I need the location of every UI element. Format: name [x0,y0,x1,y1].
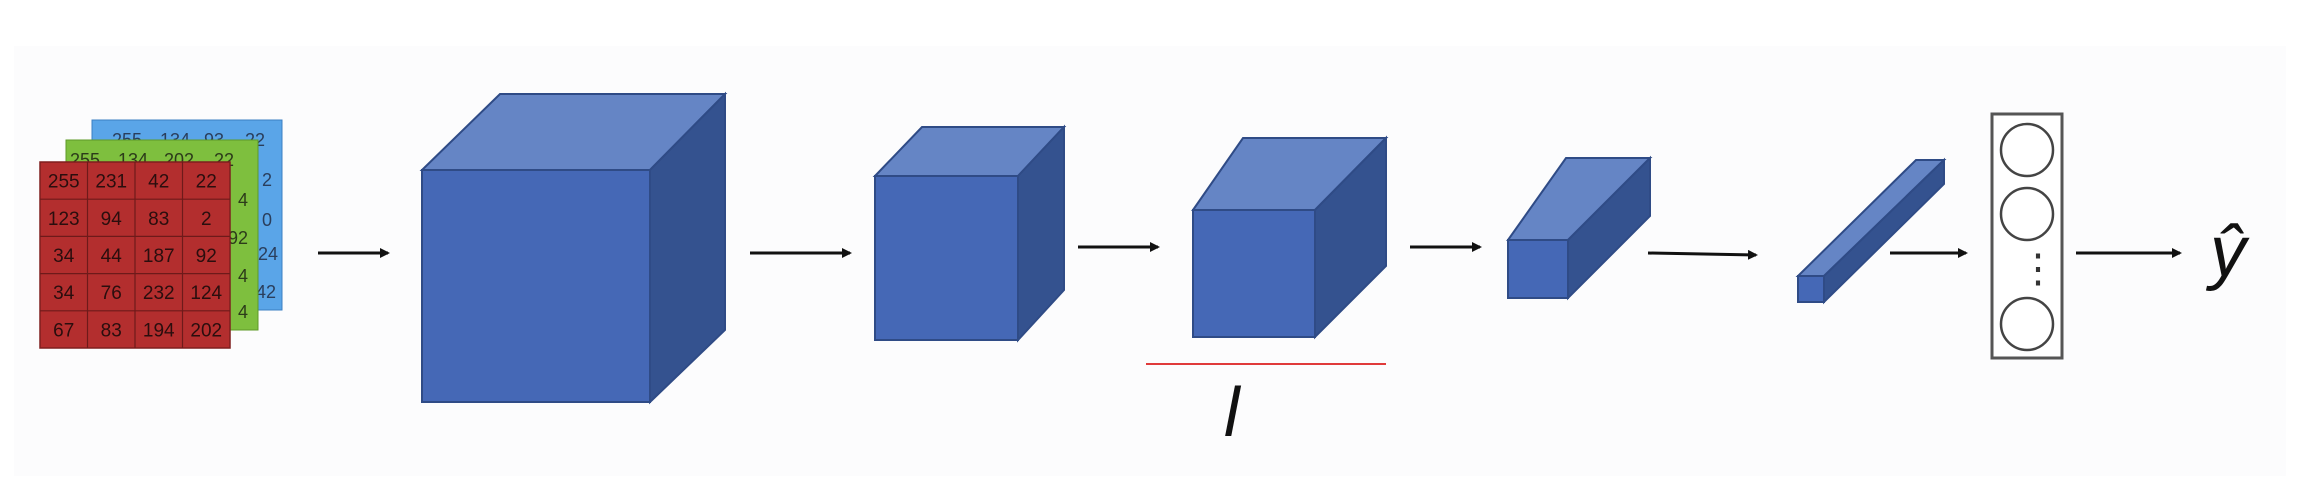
conv-volume-4 [1506,155,1653,301]
pixel-value: 194 [143,320,175,341]
pixel-value: 76 [101,283,122,304]
pixel-value: 187 [143,246,175,267]
arrow [1647,249,1758,260]
pixel-value: 67 [53,320,74,341]
blue-channel-value: 0 [262,210,272,230]
pixel-value: 2 [201,209,212,230]
pixel-value: 42 [148,172,169,193]
green-channel-value: 4 [238,266,248,286]
pixel-value: 44 [101,246,123,267]
pixel-value: 94 [101,209,123,230]
layer-label: l [1224,373,1242,451]
green-channel-value: 92 [228,228,248,248]
pixel-value: 255 [48,172,80,193]
flattened-vector [1795,157,1947,305]
pixel-value: 83 [148,209,169,230]
pixel-value: 22 [196,172,217,193]
pixel-value: 34 [53,283,75,304]
pixel-value: 124 [190,283,222,304]
neuron [1999,186,2055,242]
neuron [1999,296,2055,352]
pixel-value: 34 [53,246,75,267]
conv-volume-2 [872,124,1067,343]
blue-channel-value: 24 [258,244,278,264]
diagram-background [14,46,2286,476]
pixel-value: 92 [196,246,217,267]
input-image: 255 134 93 22 2 0 24 42 255 134 202 22 4… [39,119,283,349]
conv-volume-layer-l [1191,135,1389,340]
pixel-value: 123 [48,209,80,230]
layer-annotation: l [1146,363,1386,451]
neuron [1999,122,2055,178]
pixel-value: 202 [190,320,222,341]
pixel-value: 231 [95,172,127,193]
neuron-ellipsis: ⋮ [2018,247,2058,291]
red-channel: 255 231 42 22 123 94 83 2 34 44 187 92 34 76 232 124 67 8… [39,161,231,349]
fully-connected-layer: ⋮ [1990,112,2064,360]
output-label: ŷ [2205,212,2250,292]
green-channel-value: 4 [238,190,248,210]
conv-volume-1 [419,91,728,405]
pixel-value: 232 [143,283,175,304]
green-channel-value: 4 [238,302,248,322]
blue-channel-value: 2 [262,170,272,190]
pixel-value: 83 [101,320,122,341]
arrows [318,242,2182,260]
blue-channel-value: 42 [256,282,276,302]
